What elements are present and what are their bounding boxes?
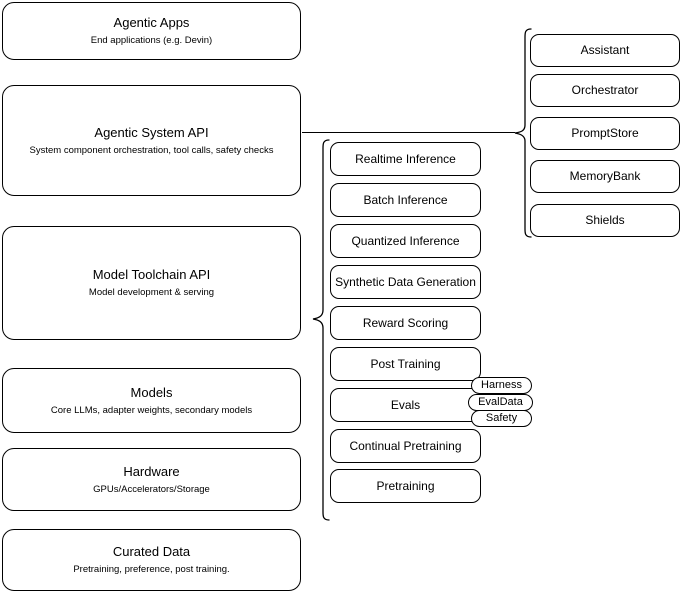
capability-batch-inference[interactable]: Batch Inference (330, 183, 481, 217)
stack-layer-agentic-system-api[interactable]: Agentic System API System component orch… (2, 85, 301, 196)
stack-layer-title: Agentic System API (94, 124, 209, 140)
evals-subitem-harness[interactable]: Harness (471, 377, 532, 394)
system-component-orchestrator[interactable]: Orchestrator (530, 74, 680, 107)
stack-layer-agentic-apps[interactable]: Agentic Apps End applications (e.g. Devi… (2, 2, 301, 60)
stack-layer-subtitle: End applications (e.g. Devin) (90, 35, 213, 46)
evals-subitem-label: Safety (485, 412, 518, 424)
stack-layer-title: Curated Data (112, 544, 191, 559)
capability-realtime-inference[interactable]: Realtime Inference (330, 142, 481, 176)
stack-layer-subtitle: System component orchestration, tool cal… (29, 144, 274, 156)
stack-layer-curated-data[interactable]: Curated Data Pretraining, preference, po… (2, 529, 301, 591)
system-component-label: MemoryBank (569, 169, 641, 183)
stack-layer-subtitle: Core LLMs, adapter weights, secondary mo… (50, 404, 253, 416)
capability-continual-pretraining[interactable]: Continual Pretraining (330, 429, 481, 463)
capability-label: Reward Scoring (362, 315, 449, 330)
stack-layer-subtitle: GPUs/Accelerators/Storage (93, 483, 210, 495)
capability-label: Post Training (370, 356, 441, 371)
system-component-label: Orchestrator (571, 83, 639, 97)
capability-label: Continual Pretraining (349, 438, 462, 453)
system-component-shields[interactable]: Shields (530, 204, 680, 237)
stack-layer-subtitle: Pretraining, preference, post training. (73, 564, 230, 575)
system-component-label: Shields (585, 213, 625, 227)
capability-label: Evals (390, 397, 421, 412)
stack-layer-models[interactable]: Models Core LLMs, adapter weights, secon… (2, 368, 301, 433)
evals-subitem-label: EvalData (478, 396, 523, 408)
stack-layer-title: Model Toolchain API (92, 267, 211, 282)
system-component-label: Assistant (580, 43, 630, 57)
stack-layer-subtitle: Model development & serving (88, 287, 215, 298)
connector-line-system-api-to-components (302, 132, 515, 133)
evals-subitem-label: Harness (481, 379, 522, 391)
capability-label: Realtime Inference (355, 151, 456, 166)
system-component-assistant[interactable]: Assistant (530, 34, 680, 67)
stack-layer-title: Models (130, 384, 173, 400)
system-component-memorybank[interactable]: MemoryBank (530, 160, 680, 193)
system-component-label: PromptStore (571, 126, 639, 140)
capability-synthetic-data-generation[interactable]: Synthetic Data Generation (330, 265, 481, 299)
capability-quantized-inference[interactable]: Quantized Inference (330, 224, 481, 258)
capability-label: Synthetic Data Generation (335, 274, 476, 289)
capability-label: Pretraining (376, 478, 435, 493)
capability-pretraining[interactable]: Pretraining (330, 469, 481, 503)
brace-toolchain-capabilities (312, 139, 330, 521)
stack-layer-title: Agentic Apps (113, 15, 190, 30)
evals-subitem-safety[interactable]: Safety (471, 410, 532, 427)
system-component-promptstore[interactable]: PromptStore (530, 117, 680, 150)
stack-layer-model-toolchain-api[interactable]: Model Toolchain API Model development & … (2, 226, 301, 340)
capability-reward-scoring[interactable]: Reward Scoring (330, 306, 481, 340)
brace-system-components (514, 28, 532, 238)
evals-subitem-evaldata[interactable]: EvalData (468, 394, 533, 411)
capability-evals[interactable]: Evals (330, 388, 481, 422)
stack-layer-title: Hardware (123, 463, 180, 479)
capability-post-training[interactable]: Post Training (330, 347, 481, 381)
stack-layer-hardware[interactable]: Hardware GPUs/Accelerators/Storage (2, 448, 301, 511)
capability-label: Quantized Inference (351, 233, 460, 248)
capability-label: Batch Inference (363, 192, 448, 207)
